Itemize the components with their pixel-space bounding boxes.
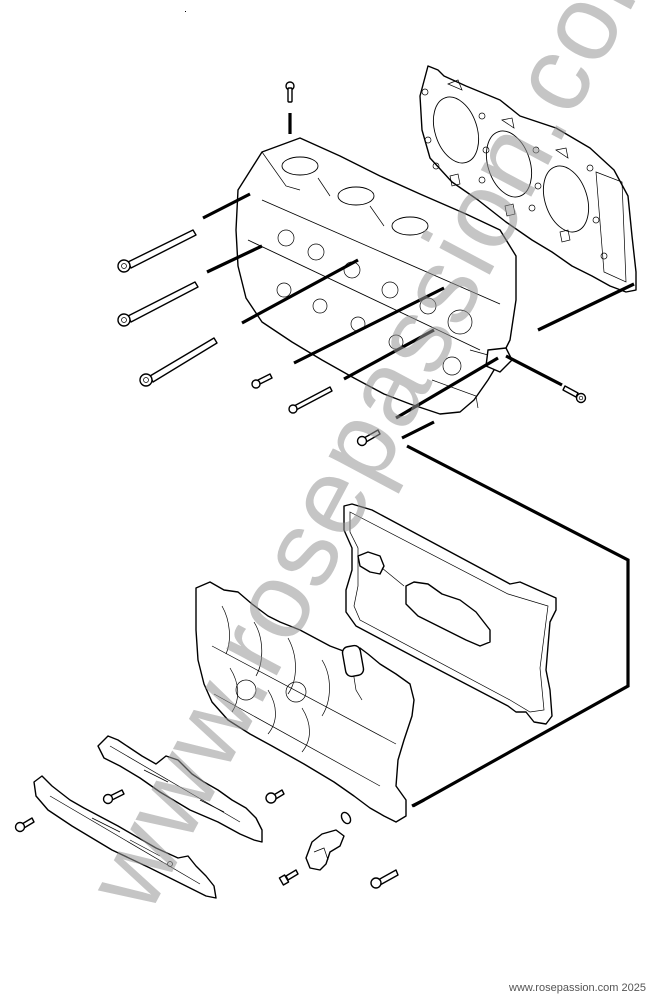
head-bolt-3 <box>139 337 218 387</box>
head-bolt-2 <box>117 281 199 327</box>
cover-bolt-1 <box>102 789 125 805</box>
top-bolt <box>285 81 295 134</box>
cylinder-head <box>235 137 517 415</box>
sensor-bolt <box>278 869 299 886</box>
leader-cover <box>411 798 425 808</box>
cover-bolt-3 <box>265 789 285 804</box>
o-ring <box>340 811 352 825</box>
camshaft-sensor <box>305 829 345 871</box>
stray-dot <box>185 11 186 12</box>
heat-shield-lower <box>33 775 217 899</box>
valve-cover <box>195 581 415 823</box>
small-bolt-2 <box>288 386 333 414</box>
cover-bolt-4 <box>370 869 399 889</box>
head-gasket <box>419 65 637 293</box>
footer-credit: www.rosepassion.com 2025 <box>509 982 646 994</box>
valve-cover-gasket <box>343 503 557 725</box>
small-bolt-1 <box>251 373 273 389</box>
head-bolt-1 <box>117 229 197 273</box>
side-bolt <box>562 385 587 404</box>
small-bolt-3 <box>356 429 381 447</box>
cover-bolt-2 <box>14 817 35 833</box>
bracket-connector <box>406 444 630 808</box>
heat-shield-upper <box>97 735 263 843</box>
leader-lines-head <box>202 192 635 440</box>
